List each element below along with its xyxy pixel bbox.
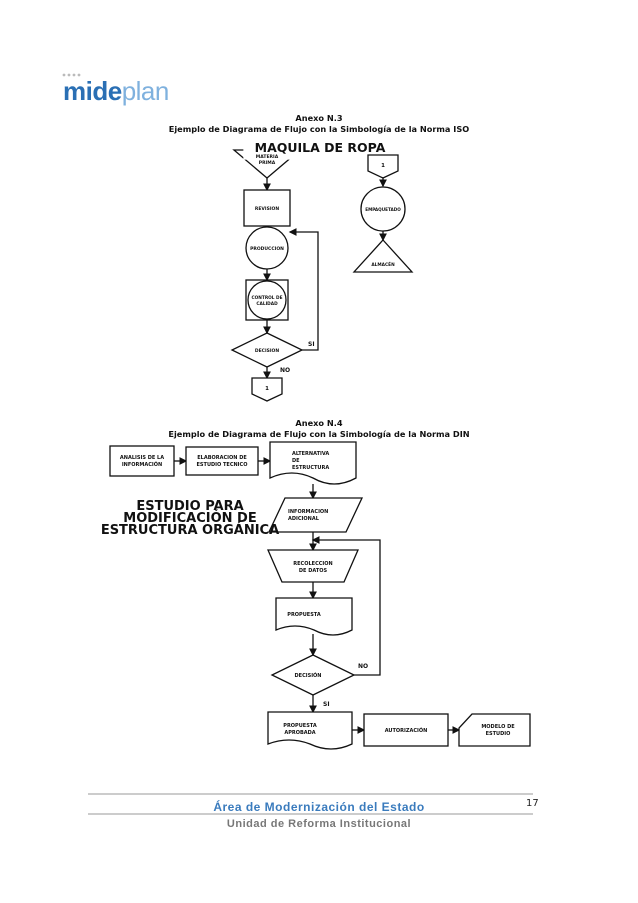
footer-line-bottom [88,813,533,815]
connector-out-shape [251,377,283,402]
annex3-subtitle: Ejemplo de Diagrama de Flujo con la Simb… [168,124,470,134]
footer-line-top [88,793,533,795]
node-elaboracion-1: ELABORACION DE [197,455,247,461]
node-alternativa-1: ALTERNATIVA [292,451,329,457]
iso-diagram-title: MAQUILA DE ROPA [255,140,386,155]
node-informacion-1: INFORMACION [288,509,328,515]
alternativa-shape [269,441,357,485]
din-heading-2: MODIFICACIÓN DE [123,510,256,526]
mideplan-logo: mideplan [63,76,169,107]
node-din-decision: DECISIÓN [295,672,322,679]
propuesta-shape [275,597,353,636]
node-propuesta: PROPUESTA [287,612,321,618]
node-analisis-1: ANALISIS DE LA [120,455,164,461]
node-connector-in: 1 [381,163,385,169]
aprobada-shape [267,711,353,750]
logo-tail: plan [121,76,170,106]
node-aprobada-1: PROPUESTA [283,723,317,729]
node-recoleccion-1: RECOLECCION [293,561,332,567]
node-alternativa-3: ESTRUCTURA [292,465,329,471]
logo-dots [62,73,81,77]
elaboracion-shape [185,446,259,476]
node-alternativa-2: DE [292,458,300,464]
recoleccion-shape [267,549,359,583]
node-control-2: CALIDAD [256,301,278,307]
node-aprobada-2: APROBADA [284,730,315,736]
node-empaquetado: EMPAQUETADO [365,207,401,212]
annex3-title: Anexo N.3 [295,113,343,123]
iso-no-label: NO [280,367,290,374]
footer-line-1: Área de Modernización del Estado [213,800,425,814]
annex4-title: Anexo N.4 [295,418,343,428]
node-control-1: CONTROL DE [251,295,282,301]
almacen-shape [352,239,414,273]
node-elaboracion-2: ESTUDIO TECNICO [197,462,248,468]
control-shape-circle [247,280,287,320]
autorizacion-shape [363,713,449,747]
node-modelo-1: MODELO DE [481,724,515,730]
node-autorizacion: AUTORIZACIÓN [385,727,428,734]
logo-main: mide [63,76,122,106]
connector-in-shape [367,154,399,179]
modelo-shape [458,713,531,747]
node-materia-2: PRIMA [259,160,276,166]
node-revision: REVISION [255,206,279,212]
page-number: 17 [526,798,539,809]
node-informacion-2: ADICIONAL [288,516,320,522]
din-heading-1: ESTUDIO PARA [136,499,243,514]
node-recoleccion-2: DE DATOS [299,568,328,574]
node-modelo-2: ESTUDIO [486,731,511,737]
iso-si-label: SI [308,341,315,348]
node-connector-out: 1 [265,386,269,392]
analisis-shape [109,445,175,477]
node-decision: DECISION [255,348,280,354]
annex4-subtitle: Ejemplo de Diagrama de Flujo con la Simb… [168,429,470,439]
node-materia-1: MATERIA [256,154,279,160]
din-heading-3: ESTRUCTURA ORGÁNICA [101,522,279,538]
revision-shape [243,189,291,227]
din-no-label: NO [358,663,368,670]
node-analisis-2: INFORMACIÓN [122,461,162,468]
node-produccion: PRODUCCION [250,246,284,252]
footer-line-2: Unidad de Reforma Institucional [226,818,412,830]
din-si-label: SI [323,701,330,708]
node-almacen: ALMACÉN [371,260,395,268]
informacion-shape [267,497,364,533]
